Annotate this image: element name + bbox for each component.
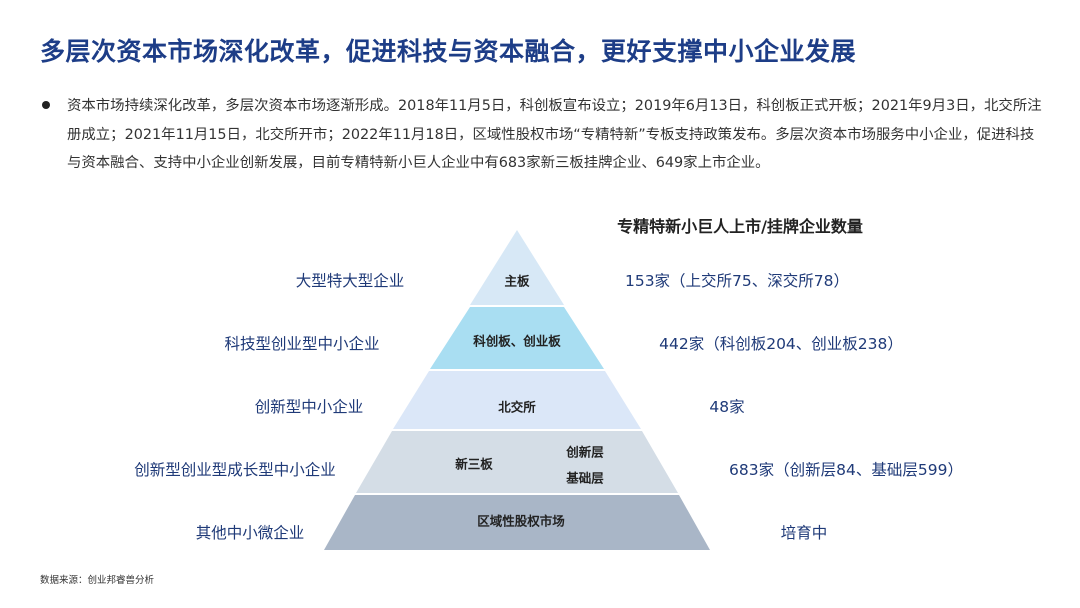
pyramid-level-4-right-label: 683家（创新层84、基础层599） (729, 461, 963, 479)
pyramid-level-1-left-label: 大型特大型企业 (295, 272, 405, 290)
pyramid-level-4-left-label: 创新型创业型成长型中小企业 (134, 461, 336, 479)
pyramid-level-1-right-label: 153家（上交所75、深交所78） (624, 272, 850, 290)
summary-bullet: 资本市场持续深化改革，多层次资本市场逐渐形成。2018年11月5日，科创板宣布设… (40, 92, 1045, 178)
pyramid-level-3-shape (393, 371, 641, 429)
pyramid-level-1-shape (470, 230, 564, 305)
pyramid-level-2-left-label: 科技型创业型中小企业 (224, 335, 380, 353)
pyramid-level-3-right-label: 48家 (709, 398, 745, 416)
pyramid-level-4-sublabel-basic: 基础层 (566, 470, 604, 486)
pyramid-level-3-left-label: 创新型中小企业 (254, 398, 364, 416)
pyramid-level-5-right-label: 培育中 (780, 524, 828, 542)
pyramid-level-3-label: 北交所 (498, 399, 536, 415)
pyramid-level-5-left-label: 其他中小微企业 (195, 524, 305, 542)
pyramid-level-1-label: 主板 (504, 273, 530, 289)
data-source-note: 数据来源：创业邦睿兽分析 (40, 575, 155, 586)
pyramid-level-2-label: 科创板、创业板 (473, 333, 561, 349)
pyramid-level-5-shape (324, 495, 710, 550)
summary-text: 资本市场持续深化改革，多层次资本市场逐渐形成。2018年11月5日，科创板宣布设… (67, 98, 1042, 171)
pyramid-level-2-shape (430, 307, 604, 369)
pyramid-level-2-right-label: 442家（科创板204、创业板238） (659, 335, 903, 353)
pyramid-right-title: 专精特新小巨人上市/挂牌企业数量 (617, 217, 863, 236)
pyramid-level-4-shape (356, 431, 678, 493)
page-title: 多层次资本市场深化改革，促进科技与资本融合，更好支撑中小企业发展 (40, 37, 857, 66)
pyramid-level-4-sublabel-innovation: 创新层 (566, 444, 604, 460)
pyramid-level-4-label: 新三板 (455, 456, 493, 472)
bullet-dot-icon (42, 101, 50, 109)
pyramid-level-5-label: 区域性股权市场 (477, 513, 565, 529)
